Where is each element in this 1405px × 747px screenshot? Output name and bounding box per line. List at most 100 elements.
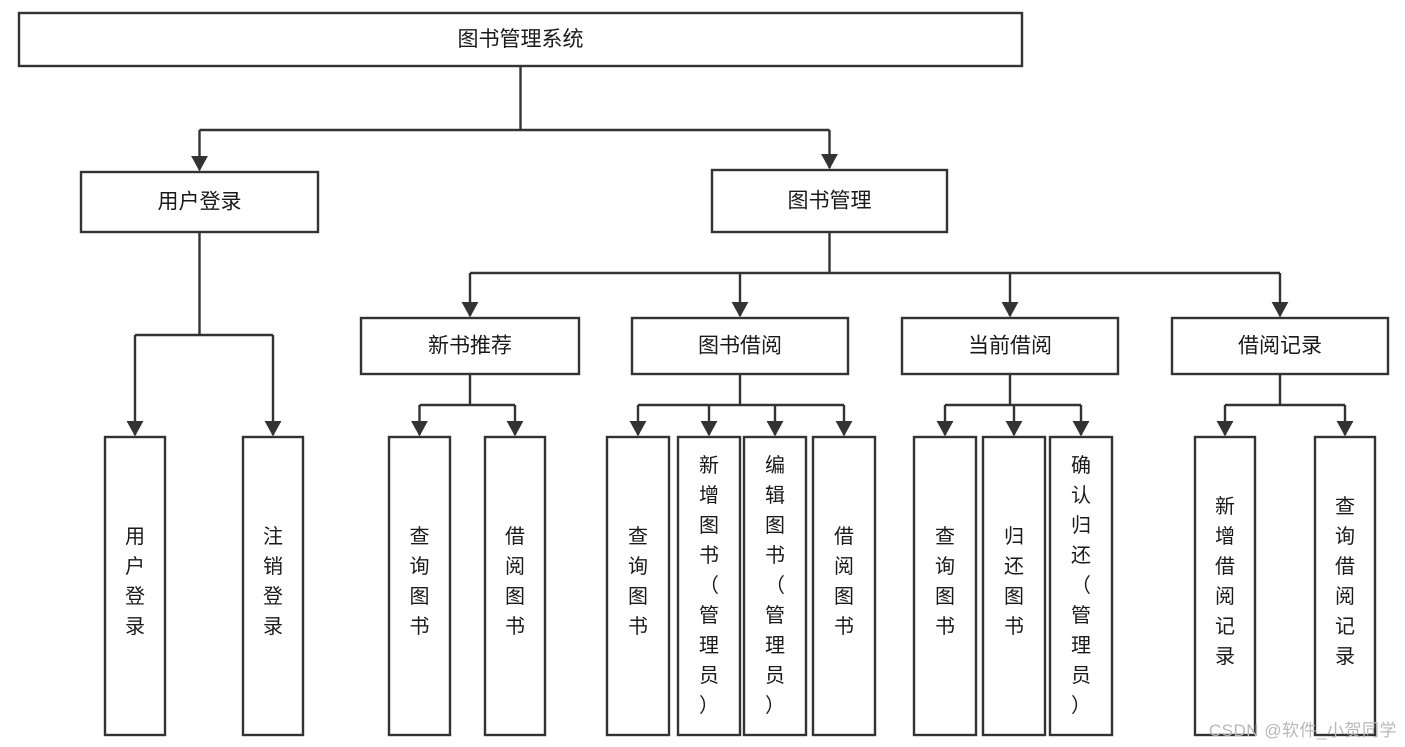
leaf-node-5-label-char: 管 bbox=[699, 604, 719, 627]
leaf-node-10-label-char: （ bbox=[1071, 574, 1091, 597]
leaf-node-11-label-char: 录 bbox=[1215, 646, 1235, 668]
leaf-node-6-label-char: 理 bbox=[765, 635, 785, 657]
leaf-node-1-label-char: 销 bbox=[263, 555, 283, 578]
leaf-node-4-label-char: 图 bbox=[628, 586, 648, 608]
leaf-node-12-label-char: 录 bbox=[1335, 646, 1355, 668]
level3-node-0-box bbox=[359, 316, 581, 376]
level2-node-0[interactable]: 用户登录 bbox=[79, 170, 320, 234]
leaf-node-5-label-char: 新 bbox=[699, 454, 719, 477]
root-node-box bbox=[17, 11, 1024, 68]
leaf-node-10-label-char: 理 bbox=[1071, 635, 1091, 657]
leaf-node-12-box bbox=[1313, 435, 1377, 737]
leaf-node-0-label-char: 录 bbox=[125, 616, 145, 638]
leaf-node-10-label-char: 员 bbox=[1071, 665, 1091, 687]
leaf-node-9-box bbox=[981, 435, 1047, 737]
leaf-node-11-label-char: 增 bbox=[1215, 525, 1235, 548]
leaf-node-0-label-char: 户 bbox=[125, 555, 145, 578]
leaf-node-12-label-char: 借 bbox=[1335, 555, 1355, 578]
leaf-node-10-label-char: 管 bbox=[1071, 604, 1091, 627]
leaf-node-8-label-char: 图 bbox=[935, 586, 955, 608]
leaf-node-4-label-char: 查 bbox=[628, 525, 648, 548]
leaf-node-7-label-char: 借 bbox=[834, 525, 854, 548]
leaf-node-2-label-char: 询 bbox=[410, 555, 430, 578]
leaf-node-2-label-char: 图 bbox=[410, 586, 430, 608]
leaf-node-9-label-char: 归 bbox=[1004, 525, 1024, 548]
leaf-node-5-label-char: 图 bbox=[699, 515, 719, 537]
leaf-node-5-label-char: 增 bbox=[699, 484, 719, 507]
leaf-node-6-label-char: 辑 bbox=[765, 484, 785, 507]
leaf-node-10-box bbox=[1048, 435, 1114, 737]
leaf-node-6-label-char: 编 bbox=[765, 454, 785, 477]
level2-node-1-label: 图书管理 bbox=[788, 190, 872, 213]
leaf-node-6-label-char: （ bbox=[765, 574, 785, 597]
leaf-node-6-label-char: 员 bbox=[765, 665, 785, 687]
leaf-node-11-label-char: 记 bbox=[1215, 615, 1235, 638]
leaf-node-9-label-char: 还 bbox=[1004, 555, 1024, 578]
leaf-node-4-label-char: 书 bbox=[628, 615, 648, 638]
leaf-node-0-label-char: 用 bbox=[125, 526, 145, 548]
leaf-node-12-label-char: 查 bbox=[1335, 495, 1355, 518]
leaf-node-11-label-char: 新 bbox=[1215, 495, 1235, 518]
leaf-node-8-label-char: 书 bbox=[935, 615, 955, 638]
leaf-node-12-label-char: 阅 bbox=[1335, 585, 1355, 608]
leaf-node-2-box bbox=[387, 435, 452, 737]
connector-layer bbox=[126, 66, 1354, 437]
leaf-node-1-label-char: 注 bbox=[263, 525, 283, 548]
leaf-node-0[interactable]: 用户登录 bbox=[103, 435, 167, 737]
level3-node-3[interactable]: 借阅记录 bbox=[1170, 316, 1390, 376]
leaf-node-11-label-char: 阅 bbox=[1215, 585, 1235, 608]
level3-node-0[interactable]: 新书推荐 bbox=[359, 316, 581, 376]
leaf-node-6-label-char: 书 bbox=[765, 544, 785, 567]
leaf-node-10-label-char: ） bbox=[1071, 694, 1091, 717]
leaf-node-6-label-char: ） bbox=[765, 694, 785, 717]
leaf-node-3-label-char: 图 bbox=[505, 586, 525, 608]
leaf-node-1-box bbox=[241, 435, 305, 737]
root-node[interactable]: 图书管理系统 bbox=[17, 11, 1024, 68]
leaf-node-12-label-char: 记 bbox=[1335, 615, 1355, 638]
leaf-node-7-label-char: 图 bbox=[834, 586, 854, 608]
level3-node-2[interactable]: 当前借阅 bbox=[900, 316, 1120, 376]
leaf-node-10-label-char: 归 bbox=[1071, 514, 1091, 537]
leaf-node-3-label-char: 阅 bbox=[505, 555, 525, 578]
leaf-node-9-label-char: 书 bbox=[1004, 615, 1024, 638]
leaf-node-12-label-char: 询 bbox=[1335, 525, 1355, 548]
level3-node-1[interactable]: 图书借阅 bbox=[630, 316, 850, 376]
leaf-node-0-box bbox=[103, 435, 167, 737]
level3-node-2-label: 当前借阅 bbox=[968, 335, 1052, 358]
level3-node-2-box bbox=[900, 316, 1120, 376]
watermark-label: CSDN @软件_小贺同学 bbox=[1208, 721, 1397, 740]
leaf-node-5-label-char: （ bbox=[699, 574, 719, 597]
leaf-node-6-label-char: 图 bbox=[765, 515, 785, 537]
leaf-node-8-box bbox=[912, 435, 978, 737]
leaf-node-5-label-char: 书 bbox=[699, 544, 719, 567]
leaf-node-8-label-char: 询 bbox=[935, 555, 955, 578]
level2-node-0-box bbox=[79, 170, 320, 234]
leaf-node-8-label-char: 查 bbox=[935, 525, 955, 548]
leaf-node-7-label-char: 阅 bbox=[834, 555, 854, 578]
leaf-node-7-label-char: 书 bbox=[834, 615, 854, 638]
leaf-node-10-label-char: 确 bbox=[1071, 454, 1091, 477]
leaf-node-11-label-char: 借 bbox=[1215, 555, 1235, 578]
level2-node-1-box bbox=[710, 168, 949, 234]
level2-node-1[interactable]: 图书管理 bbox=[710, 168, 949, 234]
level3-node-1-box bbox=[630, 316, 850, 376]
leaf-node-1-label-char: 录 bbox=[263, 616, 283, 638]
leaf-node-6-label-char: 管 bbox=[765, 604, 785, 627]
leaf-node-0-label-char: 登 bbox=[125, 585, 145, 608]
leaf-node-4-box bbox=[605, 435, 671, 737]
leaf-node-3-box bbox=[483, 435, 547, 737]
level3-node-3-label: 借阅记录 bbox=[1238, 335, 1322, 358]
